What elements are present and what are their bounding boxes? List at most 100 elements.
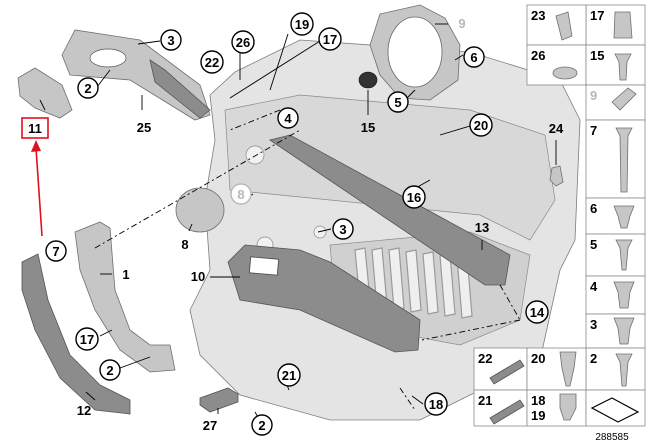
window-switch-opening xyxy=(248,256,280,276)
callout-2b: 2 xyxy=(99,359,121,381)
svg-text:9: 9 xyxy=(458,16,465,31)
grid-label-6: 6 xyxy=(590,201,597,216)
svg-text:25: 25 xyxy=(137,120,151,135)
svg-text:10: 10 xyxy=(191,269,205,284)
speaker-cover xyxy=(175,187,225,233)
label-27: 27 xyxy=(203,418,217,433)
svg-text:7: 7 xyxy=(52,244,59,259)
grid-label-7: 7 xyxy=(590,123,597,138)
svg-text:3: 3 xyxy=(339,222,346,237)
grid-label-2: 2 xyxy=(590,351,597,366)
svg-text:12: 12 xyxy=(77,403,91,418)
cover-cap xyxy=(17,67,73,119)
svg-text:27: 27 xyxy=(203,418,217,433)
svg-text:17: 17 xyxy=(323,32,337,47)
callout-3a: 3 xyxy=(160,29,182,51)
connector-block xyxy=(199,387,239,413)
svg-text:2: 2 xyxy=(258,418,265,433)
callout-5: 5 xyxy=(387,91,409,113)
grid-part-21 xyxy=(489,399,525,425)
callout-3b: 3 xyxy=(332,218,354,240)
grid-part-2 xyxy=(615,353,633,387)
label-25: 25 xyxy=(137,120,151,135)
callout-15: 14 xyxy=(525,300,549,324)
svg-text:11: 11 xyxy=(28,121,42,136)
label-13: 12 xyxy=(77,403,91,418)
grid-label-20: 20 xyxy=(531,351,545,366)
callout-4: 4 xyxy=(277,107,299,129)
grid-label-21: 21 xyxy=(478,393,492,408)
svg-text:8: 8 xyxy=(237,187,244,202)
grid-part-23 xyxy=(555,11,573,41)
leader-lines xyxy=(31,23,557,425)
svg-text:17: 17 xyxy=(80,332,94,347)
plug xyxy=(358,71,378,89)
highlight-arrow-head xyxy=(31,140,41,152)
label-1: 1 xyxy=(122,267,129,282)
svg-text:16: 16 xyxy=(407,190,421,205)
callout-10: 9 xyxy=(458,16,465,31)
callout-6: 6 xyxy=(463,46,485,68)
callout-2a: 2 xyxy=(77,77,99,99)
label-11: 10 xyxy=(191,269,205,284)
highlight-arrow-line xyxy=(35,147,43,237)
callout-20: 21 xyxy=(277,363,301,387)
callout-7: 7 xyxy=(45,240,67,262)
callout-19: 17 xyxy=(318,27,342,51)
grid-part-6 xyxy=(613,205,635,229)
reference-number: 288585 xyxy=(595,432,629,443)
grid-label-3: 3 xyxy=(590,317,597,332)
grid-label-17: 17 xyxy=(590,8,604,23)
grid-label-23: 23 xyxy=(531,8,545,23)
grid-label-26: 26 xyxy=(531,48,545,63)
parts-grid xyxy=(473,4,646,427)
svg-text:2: 2 xyxy=(84,81,91,96)
grid-part-20 xyxy=(559,351,577,387)
grid-label-4: 4 xyxy=(590,279,598,294)
grid-part-22 xyxy=(489,359,525,385)
grid-label-18: 18 xyxy=(531,393,545,408)
callout-18: 18 xyxy=(424,392,448,416)
grid-part-7 xyxy=(615,127,633,193)
grid-part-26 xyxy=(552,66,578,80)
callout-9: 8 xyxy=(230,183,252,205)
label-14: 13 xyxy=(475,220,489,235)
handle-opening xyxy=(89,48,127,68)
grid-part-17 xyxy=(613,11,633,39)
callout-17a: 16 xyxy=(402,185,426,209)
callout-17b: 17 xyxy=(75,327,99,351)
grid-label-22: 22 xyxy=(478,351,492,366)
label-24: 24 xyxy=(549,121,564,136)
grid-label-5: 5 xyxy=(590,237,597,252)
svg-text:8: 8 xyxy=(181,237,188,252)
clip xyxy=(549,165,564,187)
grid-label-9: 9 xyxy=(590,88,597,103)
grid-label-19: 19 xyxy=(531,408,545,423)
callout-26: 26 xyxy=(231,30,255,54)
svg-text:22: 22 xyxy=(205,55,219,70)
grid-part-18 xyxy=(559,393,577,421)
grid-part-9 xyxy=(611,87,637,111)
grid-part-15 xyxy=(614,53,632,81)
svg-text:13: 13 xyxy=(475,220,489,235)
callout-21: 20 xyxy=(469,113,493,137)
callout-23: 22 xyxy=(200,50,224,74)
callout-2c: 2 xyxy=(251,414,273,436)
svg-text:18: 18 xyxy=(429,397,443,412)
grab-handle xyxy=(21,253,131,415)
svg-text:20: 20 xyxy=(474,118,488,133)
callout-12-highlighted: 11 xyxy=(21,117,49,139)
speaker-ring xyxy=(369,4,461,101)
grid-part-5 xyxy=(615,239,633,271)
handle-bracket xyxy=(74,221,176,373)
label-8: 8 xyxy=(181,237,188,252)
svg-text:26: 26 xyxy=(236,35,250,50)
grid-part-tool xyxy=(590,397,640,423)
grid-part-3 xyxy=(613,317,635,345)
callout-22: 19 xyxy=(290,12,314,36)
svg-text:1: 1 xyxy=(122,267,129,282)
svg-text:14: 14 xyxy=(530,305,545,320)
svg-text:21: 21 xyxy=(282,368,296,383)
svg-text:19: 19 xyxy=(295,17,309,32)
